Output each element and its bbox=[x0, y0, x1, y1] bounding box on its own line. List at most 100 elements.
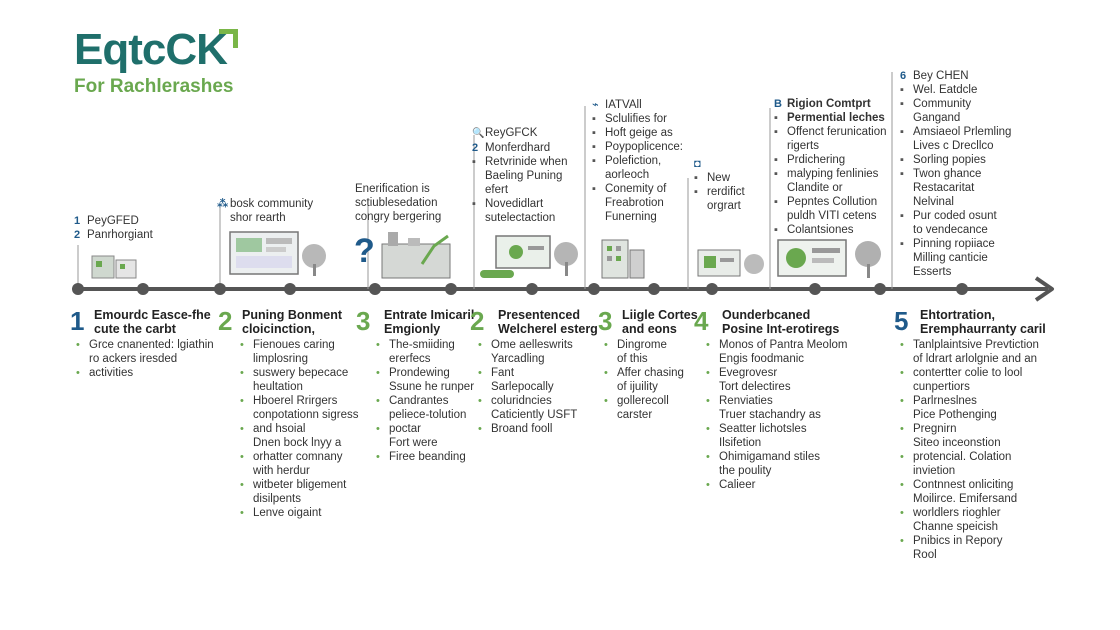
timeline-dot bbox=[588, 283, 600, 295]
illustration-question-icon: ? bbox=[354, 232, 451, 279]
bullet-icon: • bbox=[900, 535, 904, 547]
list-item-text: ererfecs bbox=[389, 353, 431, 365]
list-item-text: Yarcadling bbox=[491, 353, 545, 365]
logo-title-text: EqtcCK bbox=[74, 25, 228, 74]
bullet: ▪ bbox=[900, 84, 904, 96]
step-number: 4 bbox=[694, 306, 709, 336]
list-item: cunpertiors bbox=[900, 380, 1039, 394]
list-item: ▪Pinning ropiiace bbox=[900, 237, 1011, 251]
list-item-text: sutelectaction bbox=[485, 212, 556, 224]
bullet-number: 2 bbox=[472, 142, 479, 154]
timeline-dot bbox=[284, 283, 296, 295]
list-item-text: Wel. Eatdcle bbox=[913, 84, 978, 96]
bullet: ▪ bbox=[592, 127, 596, 139]
list-item: •Lenve oigaint bbox=[240, 506, 358, 520]
list-item-text: Fienoues caring bbox=[253, 339, 335, 351]
list-item: Tort delectires bbox=[706, 380, 847, 394]
list-item: •contertter colie to lool bbox=[900, 366, 1039, 380]
bullet: ▪ bbox=[900, 210, 904, 222]
list-item-text: Rool bbox=[913, 549, 937, 561]
list-item-text: Renviaties bbox=[719, 395, 773, 407]
list-item-text: heultation bbox=[253, 381, 303, 393]
list-item-text: Offenct ferunication bbox=[787, 126, 887, 138]
list-item: •witbeter bligement bbox=[240, 478, 358, 492]
list-item: ▪Conemity of bbox=[592, 182, 683, 196]
badge-icon: ◘ bbox=[694, 158, 701, 170]
search-icon: 🔍 bbox=[472, 128, 485, 139]
bullet: ▪ bbox=[592, 113, 596, 125]
list-item-text: Truer stachandry as bbox=[719, 409, 821, 421]
illustration-monitor-icon bbox=[229, 231, 326, 276]
list-item-text: Tort delectires bbox=[719, 381, 791, 393]
list-item-text: Candrantes bbox=[389, 395, 449, 407]
step-heading-line: Emgionly bbox=[384, 322, 441, 336]
bullet-icon: • bbox=[604, 395, 608, 407]
list-item-text: Prdichering bbox=[787, 154, 846, 166]
list-item-text: of ijuility bbox=[617, 381, 658, 393]
info-icon: ⌁ bbox=[592, 99, 599, 111]
list-item-text: Colantsiones bbox=[787, 224, 854, 236]
list-item-text: Tanlplaintsive Prevtiction bbox=[913, 339, 1039, 351]
list-item: ▪New bbox=[694, 171, 745, 185]
list-item: •Firee beanding bbox=[376, 450, 474, 464]
step-heading-line: Welcherel esterg bbox=[498, 322, 598, 336]
list-item: Truer stachandry as bbox=[706, 408, 847, 422]
list-item-text: Siteo inceonstion bbox=[913, 437, 1001, 449]
logo-subtitle: For Rachlerashes bbox=[74, 76, 234, 97]
illustration-screen-icon bbox=[480, 235, 578, 278]
bullet-icon: • bbox=[604, 367, 608, 379]
bullet-icon: • bbox=[240, 367, 244, 379]
step-heading: Ehtortration,Eremphaurranty caril bbox=[920, 308, 1046, 336]
list-item-text: Ssune he runper bbox=[389, 381, 475, 393]
bullet-icon: • bbox=[900, 395, 904, 407]
list-item-text: Ilsifetion bbox=[719, 437, 762, 449]
bullet-icon: • bbox=[376, 339, 380, 351]
list-item-text: Dnen bock lnyy a bbox=[253, 437, 342, 449]
timeline-dot bbox=[369, 283, 381, 295]
logo: EqtcCK For Rachlerashes bbox=[74, 26, 246, 98]
list-item-text: of ldrart arlolgnie and an bbox=[913, 353, 1038, 365]
bullet-icon: • bbox=[478, 423, 482, 435]
step-heading-line: Entrate Imicaril bbox=[384, 308, 475, 322]
bullet-icon: • bbox=[376, 451, 380, 463]
list-item: ▪Hoft geige as bbox=[592, 126, 683, 140]
checkmark-icon bbox=[218, 29, 238, 48]
list-item-text: Pice Pothenging bbox=[913, 409, 997, 421]
list-item-text: invietion bbox=[913, 465, 956, 477]
list-item: Ilsifetion bbox=[706, 436, 847, 450]
bullet: ▪ bbox=[694, 186, 698, 198]
step-heading-line: Emourdc Easce-fhe bbox=[94, 308, 211, 322]
svg-text:?: ? bbox=[354, 232, 375, 270]
bullet-icon: • bbox=[478, 395, 482, 407]
list-item: ▪Polefiction, bbox=[592, 154, 683, 168]
list-item: heultation bbox=[240, 380, 358, 394]
bullet-icon: • bbox=[240, 507, 244, 519]
list-item-text: malyping fenlinies bbox=[787, 168, 879, 180]
step-heading-line: Ounderbcaned bbox=[722, 308, 811, 322]
upper-note-e: ⌁IATVAll ▪Sclulifies for ▪Hoft geige as … bbox=[592, 98, 683, 224]
step-number: 2 bbox=[470, 306, 485, 336]
list-item-text: Conemity of bbox=[605, 183, 667, 195]
list-item: ▪Community bbox=[900, 97, 1011, 111]
bullet: ▪ bbox=[774, 224, 778, 236]
list-item: ▪Sorling popies bbox=[900, 153, 1011, 167]
list-item-text: Fort were bbox=[389, 437, 438, 449]
list-item-text: puldh VITI cetens bbox=[787, 210, 877, 222]
bullet-icon: • bbox=[76, 367, 80, 379]
list-item-text: sctiublesedation bbox=[355, 197, 438, 209]
step-heading-line: Presentenced bbox=[498, 308, 580, 322]
list-item-text: suswery bepecace bbox=[253, 367, 349, 379]
list-item-text: PeyGFED bbox=[87, 215, 139, 227]
step-number: 3 bbox=[598, 306, 613, 336]
list-item-text: Pregnirn bbox=[913, 423, 957, 435]
illustration-office-icon bbox=[91, 255, 137, 279]
bullet: ▪ bbox=[900, 168, 904, 180]
list-item-text: limplosring bbox=[253, 353, 308, 365]
list-item: ererfecs bbox=[376, 352, 474, 366]
